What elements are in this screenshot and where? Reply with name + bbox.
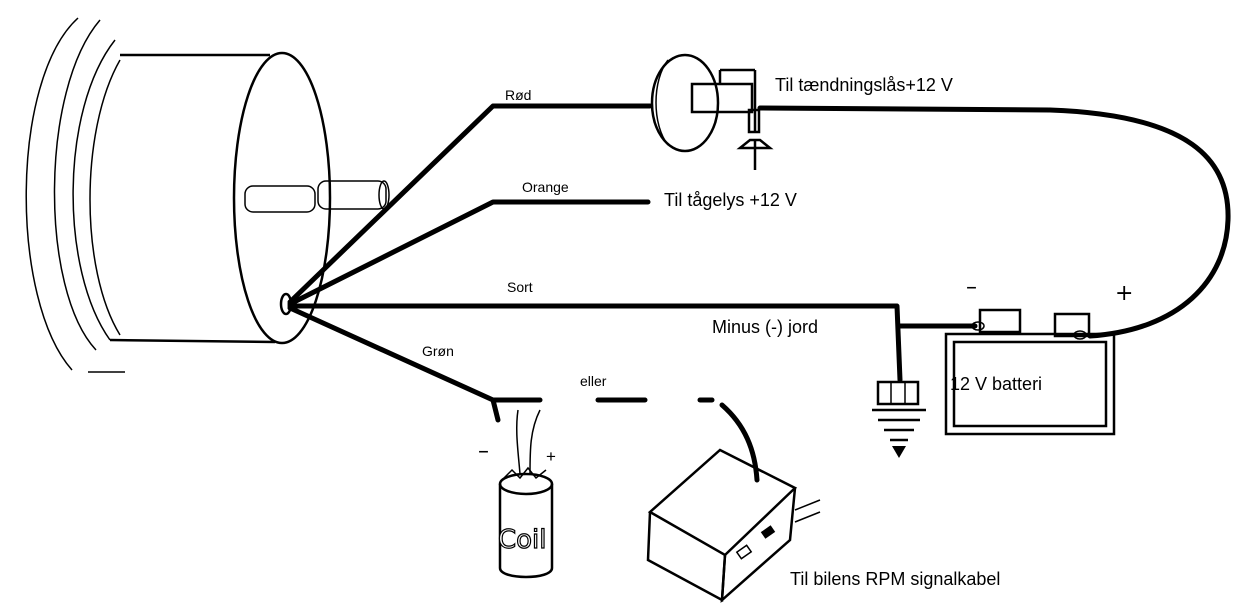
battery (944, 308, 1116, 436)
wire-red (287, 103, 653, 305)
rpm-module (646, 448, 821, 603)
wire-green (287, 305, 760, 483)
ignition-switch (650, 53, 774, 170)
label-ignition: Til tændningslås+12 V (775, 75, 953, 95)
wire-black (287, 303, 978, 383)
label-wire-black: Sort (507, 279, 533, 295)
gauge (25, 17, 390, 373)
label-wire-orange: Orange (522, 179, 569, 195)
wire-orange (287, 199, 651, 307)
coil-label: Coil (498, 525, 547, 555)
label-wire-green: Grøn (422, 343, 454, 359)
label-wire-red: Rød (505, 87, 531, 103)
label-ground: Minus (-) jord (712, 317, 818, 337)
ground-symbol (872, 380, 926, 458)
battery-minus-sign: – (966, 275, 977, 300)
wire-battery-plus (757, 105, 1231, 339)
ignition-coil (498, 409, 554, 579)
label-rpm: Til bilens RPM signalkabel (790, 569, 1000, 589)
coil-minus-sign: – (478, 439, 489, 464)
battery-plus-sign: + (1115, 281, 1133, 306)
label-or: eller (580, 373, 607, 389)
label-foglight: Til tågelys +12 V (664, 190, 797, 210)
coil-plus-sign: + (546, 447, 556, 466)
label-battery: 12 V batteri (950, 374, 1042, 394)
